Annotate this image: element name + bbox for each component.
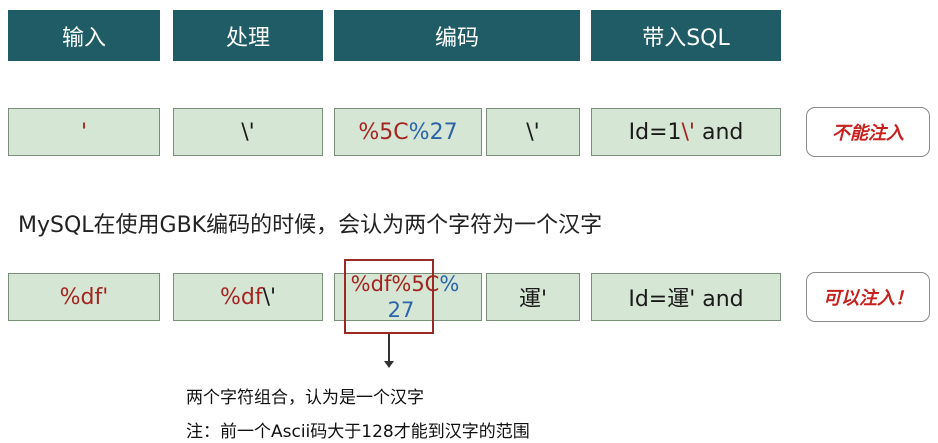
row1-input-cell: ' <box>8 108 160 156</box>
header-encoding: 编码 <box>334 10 580 61</box>
combination-explanation: 两个字符组合，认为是一个汉字 <box>186 388 424 408</box>
row1-encoded-cell: %5C%27 <box>334 108 482 156</box>
combination-highlight-box <box>344 259 434 334</box>
header-processing: 处理 <box>173 10 323 61</box>
row1-encoded-quote: %27 <box>408 119 458 145</box>
verdict-can-inject: 可以注入！ <box>806 272 930 322</box>
arrow-line <box>388 334 390 362</box>
row1-encoded-backslash: %5C <box>358 119 409 145</box>
row2-processed-df: %df <box>219 284 263 310</box>
row1-sql-cell: Id=1\' and <box>591 108 781 156</box>
row1-processed-cell: \' <box>173 108 323 156</box>
row2-sql-cell: Id=運' and <box>591 273 781 321</box>
row2-processed-cell: %df\' <box>173 273 323 321</box>
row2-decoded-cell: 運' <box>486 273 580 321</box>
header-input: 输入 <box>8 10 160 61</box>
row2-processed-escape: \' <box>262 284 277 310</box>
row2-encoded-percent: % <box>439 272 460 296</box>
row1-sql-suffix: and <box>694 119 744 145</box>
ascii-note: 注：前一个Ascii码大于128才能到汉字的范围 <box>186 422 530 442</box>
gbk-note: MySQL在使用GBK编码的时候，会认为两个字符为一个汉字 <box>18 213 603 238</box>
row1-decoded-cell: \' <box>486 108 580 156</box>
row2-encoded-line2: 27 <box>387 298 415 322</box>
row2-input-cell: %df' <box>8 273 160 321</box>
row1-sql-backslash: \' <box>681 119 695 145</box>
verdict-cannot-inject: 不能注入 <box>806 107 930 157</box>
header-sql: 带入SQL <box>591 10 781 61</box>
row2-encoded-line1: %df%5C% <box>351 271 460 297</box>
row2-encoded-df: %df <box>350 272 392 296</box>
row1-sql-prefix: Id=1 <box>628 119 682 145</box>
arrow-down-icon <box>384 361 394 368</box>
row2-encoded-cell: %df%5C% 27 <box>334 271 482 322</box>
row2-encoded-backslash: %5C <box>391 272 440 296</box>
